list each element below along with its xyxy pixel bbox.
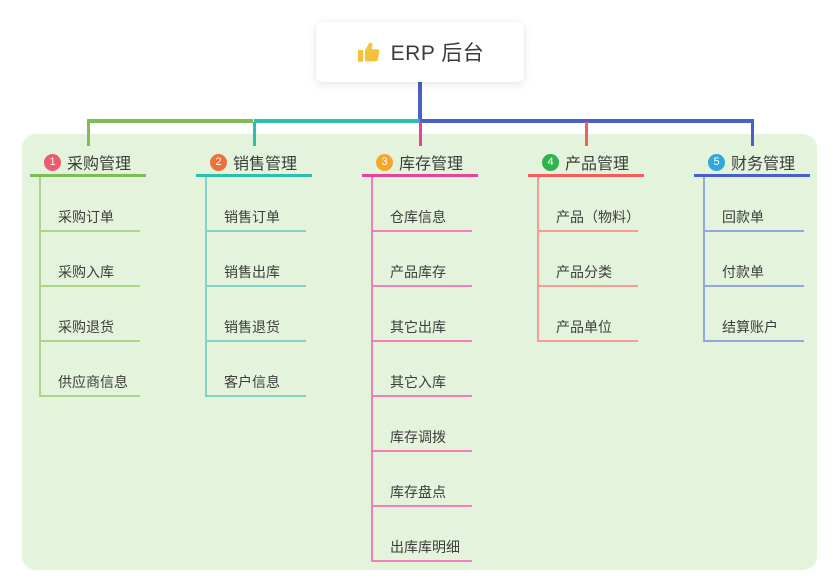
branch-3-children-vertical <box>371 177 373 562</box>
branch-3-child-5[interactable]: 库存调拨 <box>390 429 446 445</box>
branch-node-2[interactable]: 2 销售管理 <box>210 151 297 173</box>
branch-3-title: 库存管理 <box>399 156 464 173</box>
branch-5-title: 财务管理 <box>731 156 796 173</box>
branch-3-child-6[interactable]: 库存盘点 <box>390 484 446 500</box>
branch-3-number-badge: 3 <box>376 153 393 171</box>
branch-3-child-5-underline <box>371 450 472 452</box>
branch-4-title: 产品管理 <box>565 156 630 173</box>
branch-2-number-badge: 2 <box>210 153 227 171</box>
branch-4-child-1[interactable]: 产品（物料） <box>556 209 640 225</box>
branch-2-drop <box>252 122 256 146</box>
branch-2-child-3-underline <box>205 340 306 342</box>
branch-node-3[interactable]: 3 库存管理 <box>376 151 463 173</box>
rail-segment-teal <box>254 119 420 123</box>
branch-node-5[interactable]: 5 财务管理 <box>708 151 795 173</box>
branch-4-child-2-underline <box>537 285 638 287</box>
branch-5-underline <box>694 174 810 177</box>
branch-1-number-badge: 1 <box>44 153 61 171</box>
branch-2-children-vertical <box>205 177 207 397</box>
branch-4-child-3-underline <box>537 340 638 342</box>
branch-3-child-3[interactable]: 其它出库 <box>390 319 446 335</box>
branch-1-children-vertical <box>39 177 41 397</box>
branch-5-child-1-underline <box>703 230 804 232</box>
branch-3-child-2-underline <box>371 285 472 287</box>
branch-1-title: 采购管理 <box>67 156 132 173</box>
branch-4-underline <box>528 174 644 177</box>
branch-4-children-vertical <box>537 177 539 342</box>
branch-2-child-4[interactable]: 客户信息 <box>224 374 280 390</box>
branch-2-child-2[interactable]: 销售出库 <box>224 264 280 280</box>
branch-5-child-2[interactable]: 付款单 <box>722 264 764 280</box>
branch-2-child-1[interactable]: 销售订单 <box>224 209 280 225</box>
branch-1-child-3[interactable]: 采购退货 <box>58 319 114 335</box>
branch-1-child-4-underline <box>39 395 140 397</box>
branch-2-child-1-underline <box>205 230 306 232</box>
thumbs-up-icon <box>356 39 382 65</box>
branch-1-underline <box>30 174 146 177</box>
branch-3-child-7[interactable]: 出库库明细 <box>390 539 460 555</box>
branch-1-drop <box>86 122 90 146</box>
branch-3-underline <box>362 174 478 177</box>
branch-5-child-2-underline <box>703 285 804 287</box>
branch-3-child-6-underline <box>371 505 472 507</box>
branch-3-child-4[interactable]: 其它入库 <box>390 374 446 390</box>
branch-4-child-2[interactable]: 产品分类 <box>556 264 612 280</box>
branch-1-child-2[interactable]: 采购入库 <box>58 264 114 280</box>
branch-3-child-4-underline <box>371 395 472 397</box>
branch-1-child-2-underline <box>39 285 140 287</box>
branch-1-child-4[interactable]: 供应商信息 <box>58 374 128 390</box>
branch-3-child-1-underline <box>371 230 472 232</box>
branch-5-child-1[interactable]: 回款单 <box>722 209 764 225</box>
branch-5-child-3-underline <box>703 340 804 342</box>
rail-segment-blue <box>420 119 754 123</box>
branch-4-child-3[interactable]: 产品单位 <box>556 319 612 335</box>
branch-3-child-3-underline <box>371 340 472 342</box>
branch-1-child-1[interactable]: 采购订单 <box>58 209 114 225</box>
branch-2-child-2-underline <box>205 285 306 287</box>
branch-4-drop <box>584 122 588 146</box>
branch-3-child-7-underline <box>371 560 472 562</box>
branch-2-child-4-underline <box>205 395 306 397</box>
root-node-title: ERP 后台 <box>390 42 485 65</box>
rail-segment-green <box>87 119 253 123</box>
branch-3-child-1[interactable]: 仓库信息 <box>390 209 446 225</box>
branch-2-child-3[interactable]: 销售退货 <box>224 319 280 335</box>
branch-4-child-1-underline <box>537 230 638 232</box>
branch-3-child-2[interactable]: 产品库存 <box>390 264 446 280</box>
branch-node-1[interactable]: 1 采购管理 <box>44 151 131 173</box>
branch-3-drop <box>418 122 422 146</box>
branch-4-number-badge: 4 <box>542 153 559 171</box>
branch-5-child-3[interactable]: 结算账户 <box>722 319 778 335</box>
branch-1-child-3-underline <box>39 340 140 342</box>
branches-background-panel <box>22 134 817 570</box>
branch-1-child-1-underline <box>39 230 140 232</box>
branch-2-title: 销售管理 <box>233 156 298 173</box>
branch-2-underline <box>196 174 312 177</box>
branch-5-number-badge: 5 <box>708 153 725 171</box>
branch-5-children-vertical <box>703 177 705 342</box>
root-connector-vertical <box>418 82 422 119</box>
root-node-erp[interactable]: ERP 后台 <box>316 22 524 82</box>
branch-node-4[interactable]: 4 产品管理 <box>542 151 629 173</box>
branch-5-drop <box>750 122 754 146</box>
